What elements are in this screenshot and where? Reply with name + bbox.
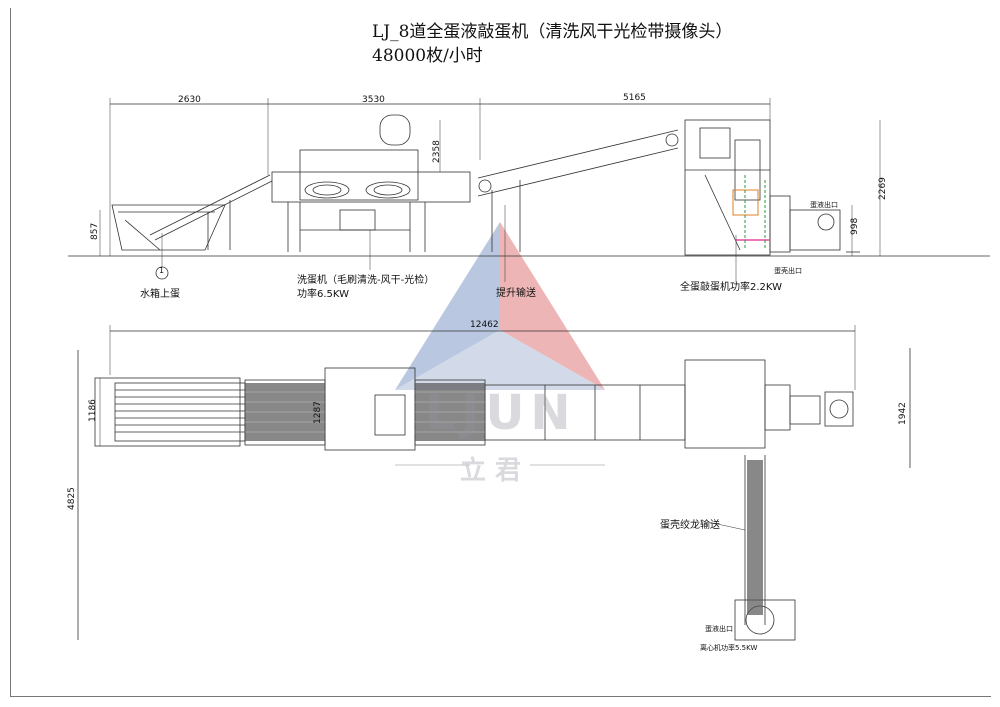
dim-5165: 5165 (623, 93, 646, 103)
label-washer: 洗蛋机（毛刷清洗-风干-光检） (297, 275, 435, 286)
feed-conveyor (149, 174, 271, 236)
callout-number: 1 (159, 266, 165, 275)
dim-2358: 2358 (432, 140, 442, 163)
label-centrifuge: 离心机功率5.5KW (700, 644, 758, 652)
drawing-title: LJ_8道全蛋液敲蛋机（清洗风干光检带摄像头） 48000枚/小时 (372, 20, 732, 68)
dim-857: 857 (90, 222, 100, 240)
water-tank (111, 204, 226, 251)
watermark-cn: 立 君 (460, 456, 522, 486)
dim-2630: 2630 (178, 95, 201, 105)
dim-1287: 1287 (313, 401, 323, 424)
drawing-frame (10, 8, 991, 697)
dim-4825: 4825 (67, 487, 77, 510)
dim-1942: 1942 (898, 402, 908, 425)
dim-12462: 12462 (470, 320, 499, 330)
elevator-conveyor (477, 129, 679, 179)
side-view (68, 98, 990, 257)
washer-body (299, 149, 419, 201)
label-auger: 蛋壳绞龙输送 (660, 520, 720, 531)
watermark-letters: LJUN (425, 385, 577, 441)
liquid-tank (789, 209, 841, 251)
hatched-belts-overlay (245, 391, 485, 433)
dim-2269: 2269 (878, 177, 888, 200)
dim-1186: 1186 (88, 399, 98, 422)
label-shell-outlet-side: 蛋壳出口 (774, 267, 802, 275)
dim-998: 998 (850, 217, 860, 235)
title-line1: LJ_8道全蛋液敲蛋机（清洗风干光检带摄像头） (372, 22, 733, 42)
watermark-logo (395, 222, 605, 466)
title-capacity: 48000枚/小时 (372, 46, 483, 66)
label-liquid-outlet-side: 蛋液出口 (810, 201, 838, 209)
dryer-fan (379, 114, 411, 146)
label-liquid-outlet-top: 蛋液出口 (705, 625, 733, 633)
top-breaker (684, 359, 766, 449)
label-breaker: 全蛋敲蛋机功率2.2KW (680, 282, 782, 293)
label-water-tank: 水箱上蛋 (140, 289, 180, 300)
top-centrifuge (734, 599, 796, 641)
breaker-machine (684, 119, 771, 256)
top-feed-tank (94, 377, 241, 447)
breaker-accents (732, 175, 770, 250)
dim-3530: 3530 (362, 95, 385, 105)
label-washer-power: 功率6.5KW (297, 289, 349, 300)
label-elevator: 提升输送 (496, 288, 536, 299)
